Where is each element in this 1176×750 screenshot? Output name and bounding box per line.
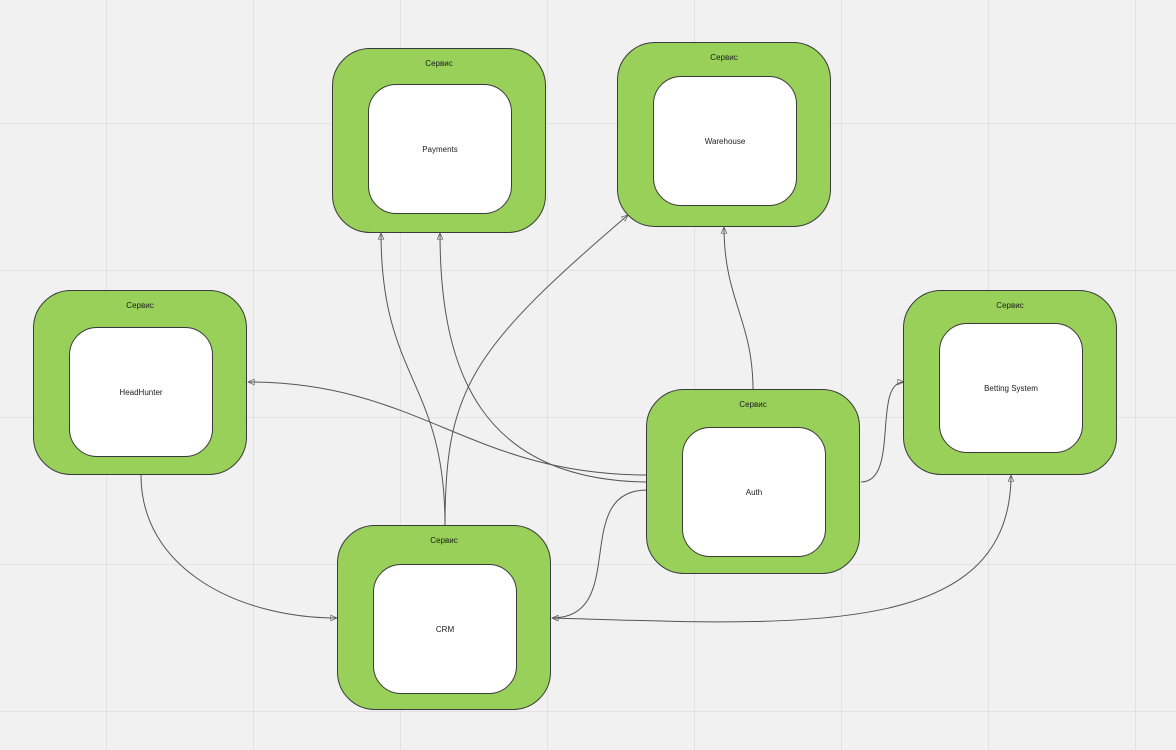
edge-auth-headhunter[interactable] [248,382,648,476]
service-kind-label: Сервис [430,536,458,545]
service-name-auth: Auth [745,487,763,497]
service-name-crm: CRM [435,624,455,634]
service-name-warehouse: Warehouse [704,136,746,146]
service-auth[interactable]: Сервис Auth [646,389,860,574]
service-headhunter[interactable]: Сервис HeadHunter [33,290,247,475]
edge-auth-crm[interactable] [552,489,648,618]
service-payments[interactable]: Сервис Payments [332,48,546,233]
service-crm[interactable]: Сервис CRM [337,525,551,710]
edge-crm-payments[interactable] [381,233,446,527]
service-card-payments[interactable]: Payments [368,84,512,214]
service-card-headhunter[interactable]: HeadHunter [69,327,213,457]
edge-auth-payments[interactable] [440,233,648,483]
edge-auth-warehouse[interactable] [724,227,754,391]
edge-crm-betting[interactable] [552,475,1011,623]
service-name-betting-system: Betting System [984,383,1038,393]
service-kind-label: Сервис [996,301,1024,310]
service-name-payments: Payments [422,144,458,154]
service-kind-label: Сервис [425,59,453,68]
service-name-headhunter: HeadHunter [119,387,163,397]
edge-auth-betting[interactable] [860,382,904,483]
edge-headhunter-crm[interactable] [140,474,337,618]
service-card-crm[interactable]: CRM [373,564,517,694]
edge-crm-warehouse[interactable] [444,215,628,527]
service-kind-label: Сервис [710,53,738,62]
service-card-betting-system[interactable]: Betting System [939,323,1083,453]
service-card-warehouse[interactable]: Warehouse [653,76,797,206]
service-card-auth[interactable]: Auth [682,427,826,557]
service-betting-system[interactable]: Сервис Betting System [903,290,1117,475]
service-warehouse[interactable]: Сервис Warehouse [617,42,831,227]
service-kind-label: Сервис [126,301,154,310]
service-kind-label: Сервис [739,400,767,409]
